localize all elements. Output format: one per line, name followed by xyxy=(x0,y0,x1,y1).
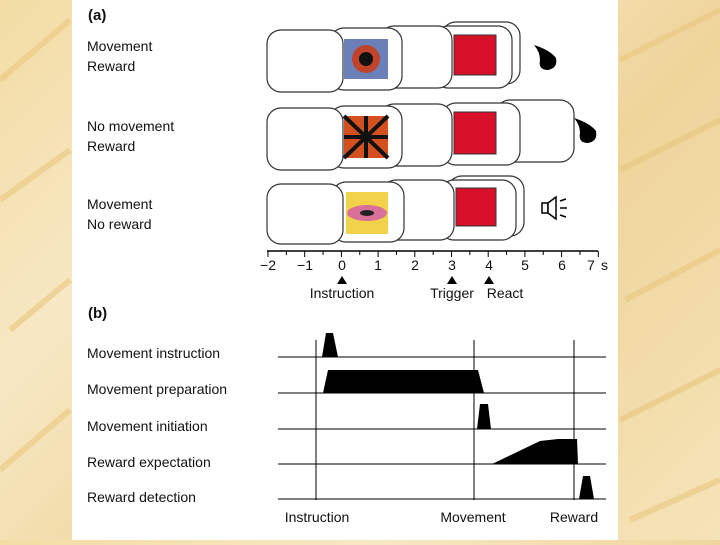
trigger-square xyxy=(454,112,496,154)
screen-sequence xyxy=(267,100,574,170)
trigger-square xyxy=(454,35,496,75)
row-label: Reward expectation xyxy=(87,454,211,470)
trial-label-line1: Movement xyxy=(87,38,152,54)
trial-label-line2: Reward xyxy=(87,58,135,74)
time-axis: −2 −1 0 1 2 3 4 5 6 7 s Instruction Trig… xyxy=(260,251,608,301)
trial-label-line1: Movement xyxy=(87,196,152,212)
expectation-trace xyxy=(492,439,578,464)
panel-a-label: (a) xyxy=(88,7,106,24)
trial-label-line2: No reward xyxy=(87,216,152,232)
initiation-trace xyxy=(477,404,491,429)
trigger-square xyxy=(456,188,496,226)
tick-label: 5 xyxy=(521,257,529,273)
event-labels: Instruction Movement Reward xyxy=(285,509,598,525)
figure-svg: (a) Movement Reward No movement Reward xyxy=(72,0,618,540)
tick-label: 1 xyxy=(374,257,382,273)
event-lines xyxy=(316,340,574,500)
event-label-instruction: Instruction xyxy=(310,285,375,301)
event-label-trigger: Trigger xyxy=(430,285,474,301)
row-label: Movement preparation xyxy=(87,381,227,397)
event-label-instruction: Instruction xyxy=(285,509,350,525)
trial-row: Movement No reward xyxy=(87,176,567,244)
speaker-icon xyxy=(542,197,567,219)
instruction-marker xyxy=(337,276,347,284)
tick-label: 6 xyxy=(558,257,566,273)
instruction-picture xyxy=(344,39,388,79)
row-label: Reward detection xyxy=(87,489,196,505)
instruction-picture xyxy=(346,192,388,234)
row-label: Movement instruction xyxy=(87,345,220,361)
tick-label: 3 xyxy=(448,257,456,273)
trial-row: Movement Reward xyxy=(87,22,556,92)
tick-label: 7 xyxy=(587,257,595,273)
trial-label-line2: Reward xyxy=(87,138,135,154)
tick-labels: −2 −1 0 1 2 3 4 5 6 7 xyxy=(260,257,595,273)
detection-trace xyxy=(579,476,594,499)
trial-row: No movement Reward xyxy=(87,100,596,170)
reward-drop-icon xyxy=(534,45,556,70)
tick-label: 0 xyxy=(338,257,346,273)
trial-label-line1: No movement xyxy=(87,118,174,134)
instruction-trace xyxy=(322,333,338,357)
activity-traces xyxy=(322,333,594,499)
event-label-movement: Movement xyxy=(440,509,505,525)
instruction-picture xyxy=(344,116,388,158)
row-labels: Movement instruction Movement preparatio… xyxy=(87,345,227,505)
tick-label: 2 xyxy=(411,257,419,273)
react-marker xyxy=(484,276,494,284)
event-label-react: React xyxy=(487,285,524,301)
row-label: Movement initiation xyxy=(87,418,208,434)
figure-panel: (a) Movement Reward No movement Reward xyxy=(72,0,618,540)
tick-label: 4 xyxy=(485,257,493,273)
event-label-reward: Reward xyxy=(550,509,598,525)
trigger-marker xyxy=(447,276,457,284)
reward-drop-icon xyxy=(574,118,596,143)
tick-label: −1 xyxy=(297,257,313,273)
preparation-trace xyxy=(323,370,484,393)
panel-b-label: (b) xyxy=(88,305,107,322)
tick-label: −2 xyxy=(260,257,276,273)
time-unit: s xyxy=(601,257,608,273)
